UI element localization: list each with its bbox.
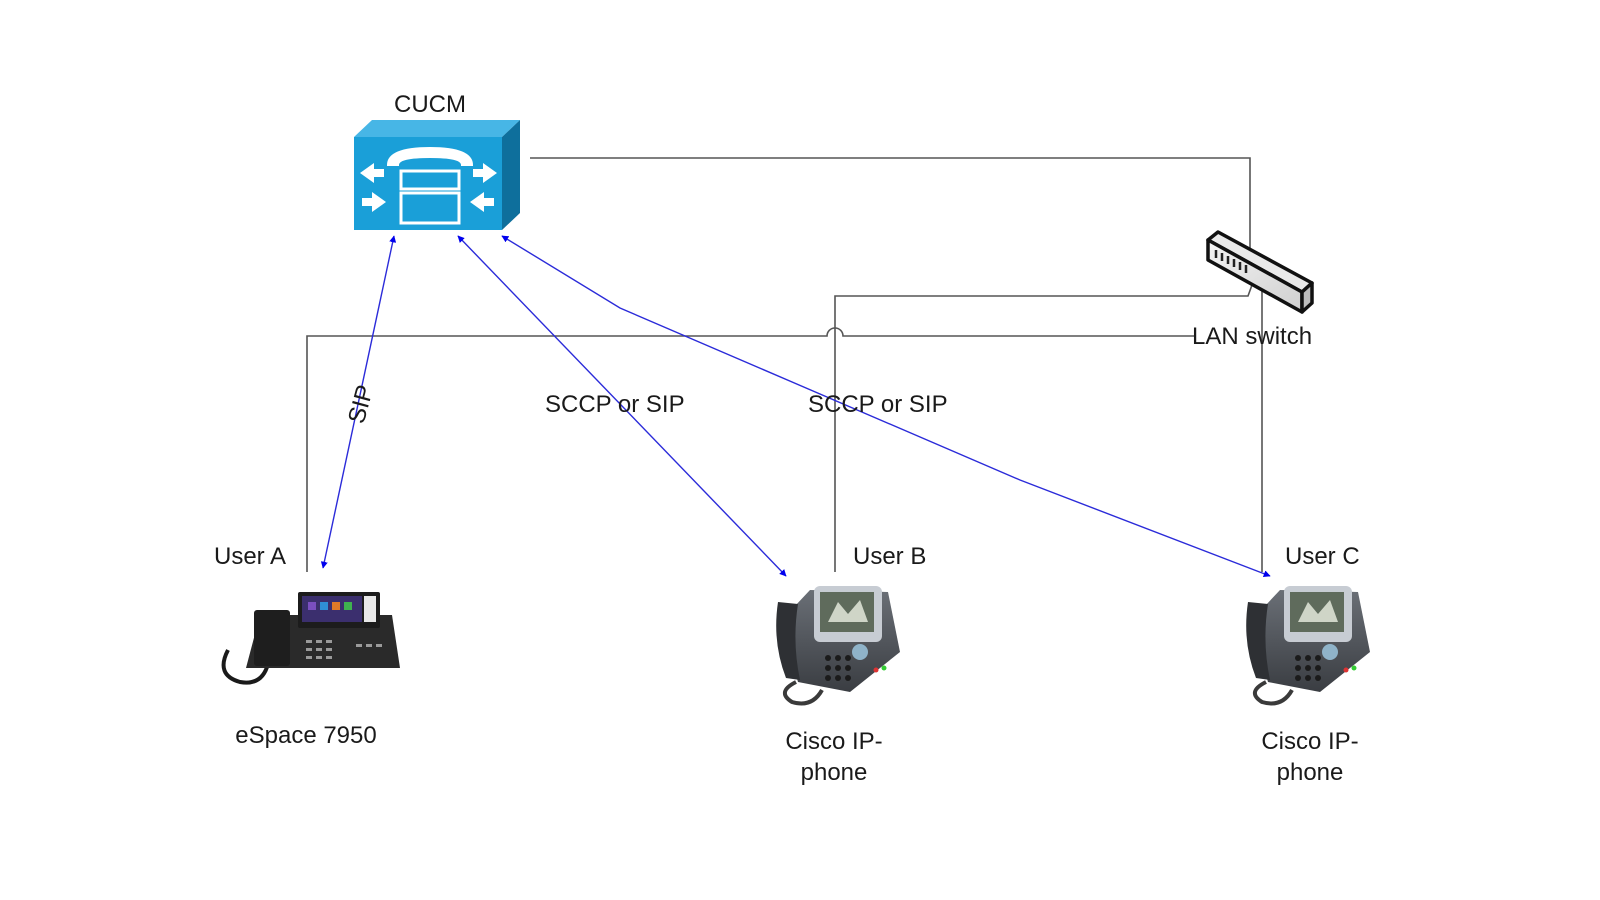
cisco-ip-phone-icon[interactable] xyxy=(776,586,900,706)
cucm-label: CUCM xyxy=(394,91,466,118)
signaling-links xyxy=(320,235,1271,578)
sccp-link-label-user-c: SCCP or SIP xyxy=(808,391,948,418)
user-c-label: User C xyxy=(1285,543,1360,570)
espace-7950-label: eSpace 7950 xyxy=(235,722,377,749)
call-manager-server-icon[interactable] xyxy=(354,120,520,230)
user-b-label: User B xyxy=(853,543,927,570)
cisco-ip-phone-icon[interactable] xyxy=(1246,586,1370,706)
wire-userb-switch xyxy=(834,284,1253,572)
lan-switch-icon[interactable] xyxy=(1206,230,1314,314)
sccp-link-label-user-b: SCCP or SIP xyxy=(545,391,685,418)
cisco-ip-phone-label-c: Cisco IP- phone xyxy=(1261,728,1359,786)
link-sip-usera-cucm xyxy=(320,235,397,569)
wire-cucm-switch xyxy=(530,157,1251,265)
lan-switch-label: LAN switch xyxy=(1192,323,1313,350)
cisco-ip-phone-label-b: Cisco IP- phone xyxy=(785,728,883,786)
link-sccp-userc-cucm xyxy=(501,235,1271,578)
user-a-label: User A xyxy=(214,543,287,570)
desk-ip-phone-touchscreen-icon[interactable] xyxy=(221,592,400,685)
